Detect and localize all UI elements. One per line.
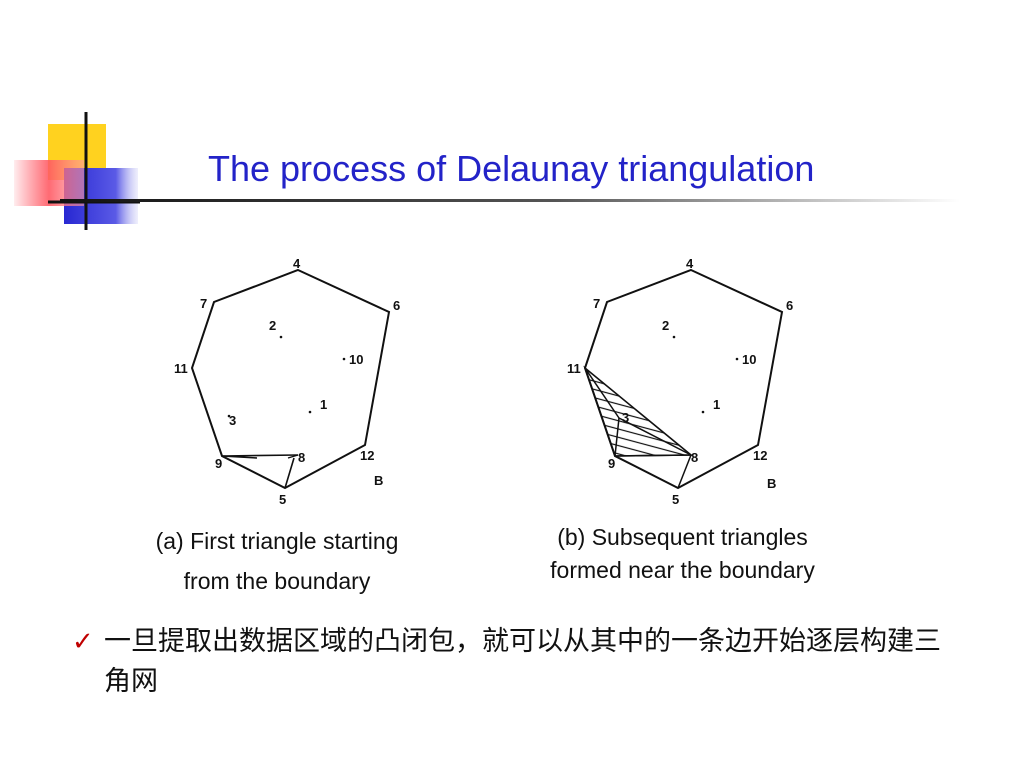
vertex-label-10: 10 (349, 352, 363, 367)
first-triangle-edge (284, 457, 295, 489)
vertex-label-12: 12 (360, 448, 374, 463)
triangle-edge (618, 417, 692, 456)
figure-a-caption-line2: from the boundary (183, 568, 371, 594)
vertex-label-1: 1 (713, 397, 720, 412)
vertex-label-11: 11 (174, 361, 188, 376)
figure-b-caption-line1: (b) Subsequent triangles (557, 524, 808, 550)
figure-a-caption-line1: (a) First triangle starting (155, 528, 399, 554)
region-label-b: B (767, 476, 776, 491)
vertex-label-1: 1 (320, 397, 327, 412)
vertex-label-7: 7 (593, 296, 600, 311)
hatched-triangles (583, 365, 694, 457)
bullet-text: 一旦提取出数据区域的凸闭包，就可以从其中的一条边开始逐层构建三角网 (104, 626, 941, 697)
vertex-label-9: 9 (608, 456, 615, 471)
vertex-label-4: 4 (686, 256, 694, 271)
checkmark-icon: ✓ (72, 627, 94, 657)
figure-b-caption: (b) Subsequent triangles formed near the… (500, 521, 865, 587)
figure-a-diagram: 4 6 7 2 10 11 1 3 9 8 12 5 B (174, 256, 400, 507)
vertex-point (701, 410, 705, 414)
figure-a: 4 6 7 2 10 11 1 3 9 8 12 5 B (160, 250, 420, 510)
bullet-item: ✓ 一旦提取出数据区域的凸闭包，就可以从其中的一条边开始逐层构建三角网 (72, 622, 952, 702)
vertex-label-6: 6 (786, 298, 793, 313)
triangle-edge (677, 454, 692, 489)
vertex-point (735, 357, 739, 361)
first-triangle-edge (221, 454, 299, 457)
vertex-label-6: 6 (393, 298, 400, 313)
slide-logo-icon (14, 112, 140, 230)
triangle-edge (614, 454, 692, 457)
vertex-label-3: 3 (229, 413, 236, 428)
title-divider (60, 199, 960, 202)
vertex-label-7: 7 (200, 296, 207, 311)
vertex-label-11: 11 (567, 361, 581, 376)
first-triangle-edge (287, 454, 299, 459)
first-triangle-edge (221, 455, 258, 459)
vertex-label-5: 5 (279, 492, 286, 507)
vertex-label-8: 8 (298, 450, 305, 465)
vertex-label-2: 2 (269, 318, 276, 333)
figure-a-caption: (a) First triangle starting from the bou… (112, 521, 442, 601)
vertex-label-12: 12 (753, 448, 767, 463)
figure-b-caption-line2: formed near the boundary (550, 557, 815, 583)
convex-hull (583, 268, 784, 490)
vertex-label-4: 4 (293, 256, 301, 271)
vertex-label-5: 5 (672, 492, 679, 507)
triangle-edge (584, 367, 620, 419)
vertex-label-8: 8 (691, 450, 698, 465)
figure-b-diagram: 4 6 7 2 10 11 1 3 9 8 12 5 B (567, 256, 793, 507)
vertex-point (672, 335, 676, 339)
slide-title: The process of Delaunay triangulation (208, 148, 815, 189)
vertex-point (342, 357, 346, 361)
vertex-label-10: 10 (742, 352, 756, 367)
vertex-label-3: 3 (622, 410, 629, 425)
region-label-b: B (374, 473, 383, 488)
vertex-label-2: 2 (662, 318, 669, 333)
vertex-point (227, 414, 231, 418)
triangle-edge (614, 417, 620, 457)
figure-b: 4 6 7 2 10 11 1 3 9 8 12 5 B (553, 250, 813, 510)
vertex-point (308, 410, 312, 414)
convex-hull (190, 268, 391, 490)
vertex-point (279, 335, 283, 339)
vertex-label-9: 9 (215, 456, 222, 471)
